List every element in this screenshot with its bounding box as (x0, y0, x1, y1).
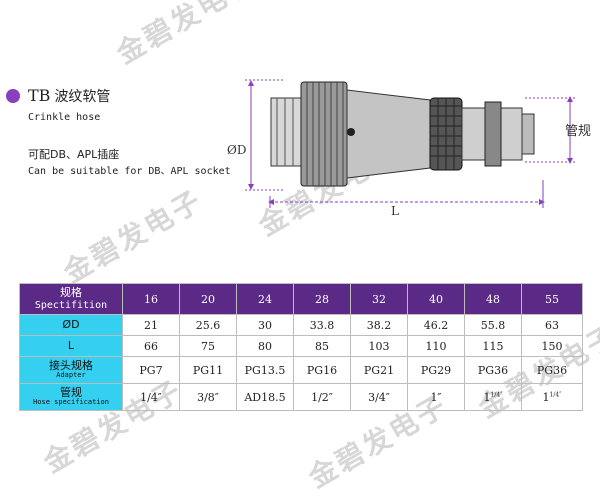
spec-label-en: Spectifition (34, 299, 108, 311)
table-cell: 66 (122, 335, 180, 357)
table-row: 管规 Hose specification 1/4″ 3/8″ AD18.5 1… (19, 383, 583, 411)
row-label-cn: ØD (62, 317, 80, 331)
table-cell: 33.8 (293, 314, 351, 336)
table-cell: 3/8″ (179, 383, 237, 411)
size-cell: 24 (236, 283, 294, 315)
table-cell: 1/4″ (122, 383, 180, 411)
product-name-cn: 波纹软管 (54, 89, 111, 105)
row-label-cn: 接头规格 (49, 359, 93, 373)
table-cell: PG36 (464, 356, 522, 384)
table-row: ØD 21 25.6 30 33.8 38.2 46.2 55.8 63 (19, 314, 583, 336)
dim-hose-label: 管规 (565, 124, 591, 139)
table-cell: PG7 (122, 356, 180, 384)
connector-drawing: ØD L 管规 (227, 79, 591, 218)
product-note-en: Can be suitable for DB、APL socket (28, 166, 231, 177)
size-cell: 55 (521, 283, 583, 315)
row-label-cn: 管规 (60, 386, 82, 400)
table-cell: 11/4″ (464, 383, 522, 411)
dim-length-label: L (391, 204, 399, 218)
row-label-en: Hose specification (33, 398, 109, 407)
dim-diameter-label: ØD (227, 143, 246, 157)
table-cell: AD18.5 (236, 383, 294, 411)
size-cell: 40 (407, 283, 465, 315)
table-cell: 115 (464, 335, 522, 357)
table-cell: 21 (122, 314, 180, 336)
table-row: 接头规格 Adapter PG7 PG11 PG13.5 PG16 PG21 P… (19, 356, 583, 384)
table-cell: PG21 (350, 356, 408, 384)
watermark: 金碧发电子 (110, 0, 262, 71)
table-cell: 30 (236, 314, 294, 336)
row-label: L (19, 335, 123, 357)
spec-label-cell: 规格 Spectifition (19, 283, 123, 315)
bullet-dot-icon (6, 89, 20, 103)
table-cell: PG13.5 (236, 356, 294, 384)
table-cell: 80 (236, 335, 294, 357)
table-cell: 38.2 (350, 314, 408, 336)
row-label-en: Adapter (56, 371, 86, 380)
row-label: 接头规格 Adapter (19, 356, 123, 384)
table-cell: 1″ (407, 383, 465, 411)
table-cell: 75 (179, 335, 237, 357)
table-cell: 25.6 (179, 314, 237, 336)
table-cell: 55.8 (464, 314, 522, 336)
size-cell: 20 (179, 283, 237, 315)
cell-main: 1 (483, 390, 491, 404)
table-cell: 85 (293, 335, 351, 357)
product-code: TB (28, 86, 51, 105)
table-cell: PG36 (521, 356, 583, 384)
table-cell: 103 (350, 335, 408, 357)
table-cell: PG11 (179, 356, 237, 384)
product-name-en: Crinkle hose (28, 112, 101, 123)
size-cell: 28 (293, 283, 351, 315)
row-label-cn: L (67, 338, 75, 352)
product-note-cn: 可配DB、APL插座 (28, 148, 120, 161)
cell-sup: 1/4″ (490, 390, 503, 398)
table-cell: 150 (521, 335, 583, 357)
table-cell: 110 (407, 335, 465, 357)
size-cell: 48 (464, 283, 522, 315)
table-cell: 46.2 (407, 314, 465, 336)
watermark: 金碧发电子 (57, 183, 209, 290)
row-label: 管规 Hose specification (19, 383, 123, 411)
size-cell: 16 (122, 283, 180, 315)
table-cell: PG16 (293, 356, 351, 384)
cell-sup: 1/4″ (549, 390, 562, 398)
table-cell: PG29 (407, 356, 465, 384)
spec-table: 规格 Spectifition 16 20 24 28 32 40 48 55 … (19, 283, 583, 411)
table-cell: 3/4″ (350, 383, 408, 411)
spec-label-cn: 规格 (60, 286, 82, 300)
table-row: L 66 75 80 85 103 110 115 150 (19, 335, 583, 357)
table-cell: 11/4″ (521, 383, 583, 411)
cell-main: 1 (542, 390, 550, 404)
table-cell: 1/2″ (293, 383, 351, 411)
size-cell: 32 (350, 283, 408, 315)
table-cell: 63 (521, 314, 583, 336)
table-header-row: 规格 Spectifition 16 20 24 28 32 40 48 55 (19, 283, 583, 315)
row-label: ØD (19, 314, 123, 336)
